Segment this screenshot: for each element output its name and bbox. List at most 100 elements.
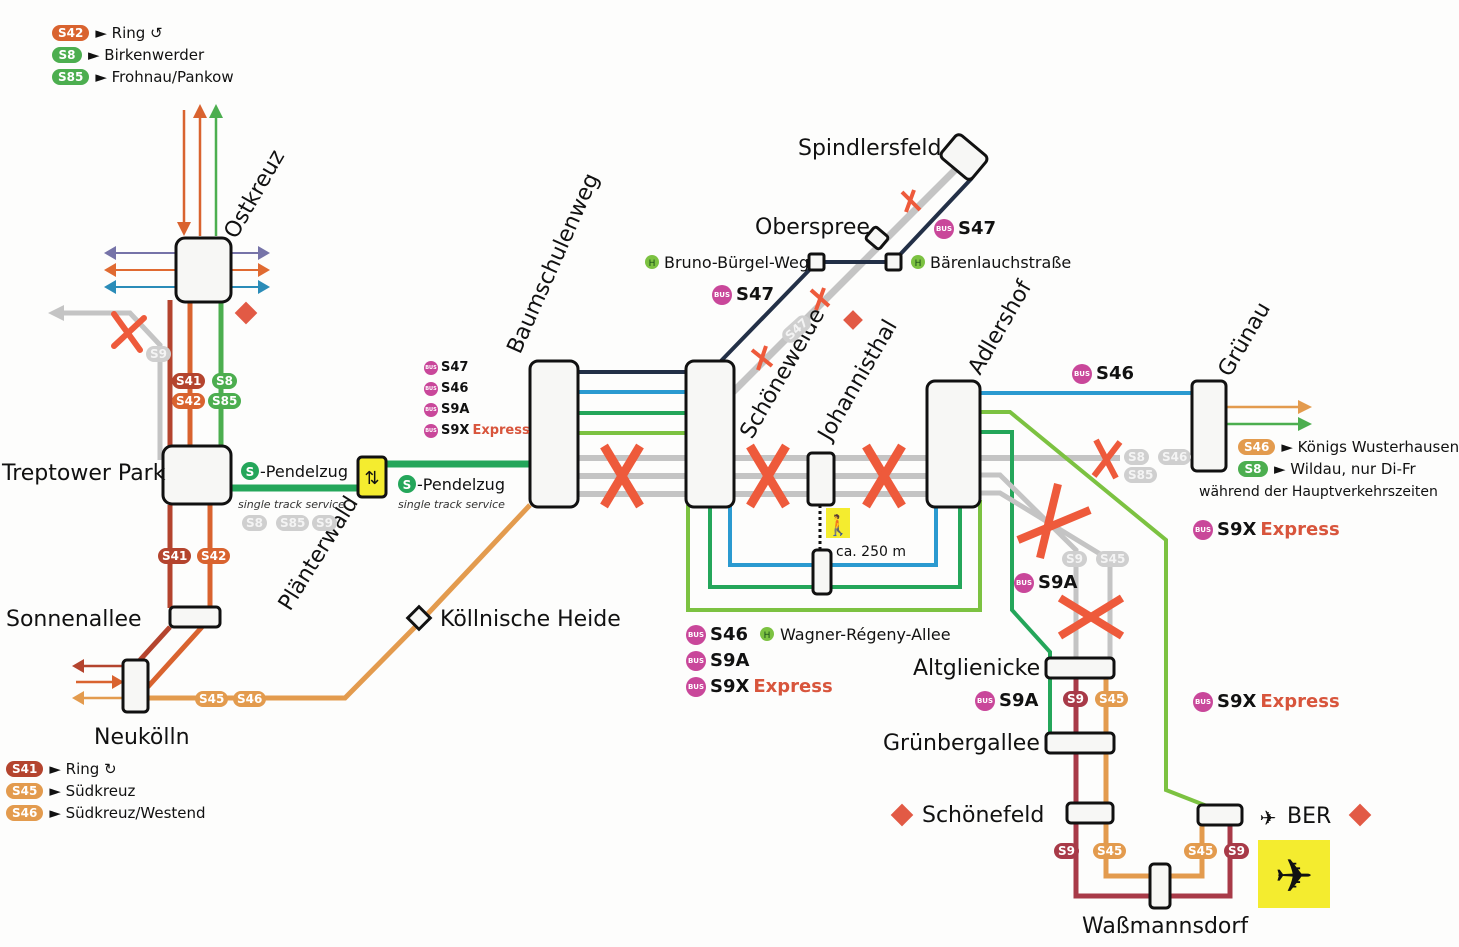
legend-text: ► Südkreuz (49, 782, 136, 800)
legend-text: ► Frohnau/Pankow (95, 68, 234, 86)
cross-icon (862, 443, 906, 509)
label-schoenefeld: Schönefeld (922, 803, 1044, 828)
legend-item: S41► Ring ↻ (6, 758, 206, 780)
line-badge-s9: S9 (1224, 843, 1249, 859)
legend-text: ► Wildau, nur Di-Fr (1274, 460, 1416, 478)
station-ostkreuz (174, 236, 233, 304)
bus-icon: BUS (1193, 519, 1213, 540)
bus-line: S46 (1096, 363, 1135, 384)
label-gruenau: Grünau (1214, 298, 1276, 381)
bus-line: S47 (958, 218, 997, 239)
station-adlershof (925, 379, 982, 509)
station-spindlersfeld (939, 133, 989, 181)
line-badge: S42 (52, 25, 90, 41)
line-badge-s45: S45 (1095, 691, 1129, 707)
bus-line: S47 (441, 360, 469, 375)
cross-icon (746, 443, 790, 509)
legend-item: S8 ► Wildau, nur Di-Fr (1238, 458, 1459, 480)
station-wassmannsdorf (1148, 862, 1172, 910)
bus-icon: BUS (424, 360, 438, 375)
line-badge-s8-closed: S8 (242, 515, 267, 531)
bus-icon: BUS (424, 381, 438, 396)
bus-line: S46 (710, 624, 749, 645)
line-badge-s46-closed: S46 (1158, 449, 1192, 465)
shuttle-sub-1: single track service (238, 498, 345, 511)
label-ostkreuz: Ostkreuz (220, 146, 291, 243)
plane-small-icon: ✈ (1260, 806, 1277, 830)
line-badge-s85-closed: S85 (276, 515, 310, 531)
line-badge-s41: S41 (158, 548, 192, 564)
stop-bruno (807, 252, 826, 272)
legend-text: ► Birkenwerder (88, 46, 205, 64)
s-bahn-icon: S (246, 465, 255, 479)
bus-icon: BUS (1193, 691, 1213, 712)
station-neukoelln (121, 658, 150, 714)
line-badge-s45: S45 (195, 691, 229, 707)
legend-item: S8 ► Birkenwerder (52, 44, 234, 66)
gruenau-note: während der Hauptverkehrszeiten (1199, 484, 1438, 500)
legend-item: S85 ► Frohnau/Pankow (52, 66, 234, 88)
bus-icon: BUS (712, 284, 732, 305)
bus-icon: BUS (424, 402, 438, 417)
label-baerenlauch: Bärenlauchstraße (930, 253, 1071, 272)
line-badge-s45: S45 (1093, 843, 1127, 859)
shuttle-label-1: -Pendelzug (260, 462, 348, 481)
line-badge-s9-closed: S9 (146, 346, 171, 362)
svg-text:✈: ✈ (1275, 849, 1314, 903)
line-badge: S85 (52, 69, 90, 85)
line-badge-s85: S85 (208, 393, 242, 409)
walk-distance: ca. 250 m (836, 544, 906, 560)
line-badge: S8 (1238, 461, 1268, 477)
line-badge: S41 (6, 761, 44, 777)
line-badge: S46 (6, 805, 44, 821)
label-oberspree: Oberspree (755, 215, 870, 240)
legend-item: S42► Ring ↺ (52, 22, 234, 44)
legend-bottom: S41► Ring ↻ S45► Südkreuz S46► Südkreuz/… (6, 758, 206, 824)
stations (121, 133, 1244, 910)
label-bruno: Bruno-Bürgel-Weg (664, 253, 809, 272)
legend-item: S46► Südkreuz/Westend (6, 802, 206, 824)
station-schoeneweide (684, 359, 736, 509)
station-oberspree (864, 225, 890, 251)
h-stop-icon: H (764, 631, 771, 641)
bus-icon: BUS (1072, 363, 1092, 384)
cross-icon (1057, 594, 1125, 640)
line-badge-s85-closed: S85 (1124, 467, 1158, 483)
line-badge-s46: S46 (233, 691, 267, 707)
cross-icon (750, 345, 774, 371)
label-johannisthal: Johannisthal (813, 316, 903, 447)
station-johannisthal-bus (811, 548, 833, 596)
line-badge-s42: S42 (197, 548, 231, 564)
bus-icon: BUS (934, 218, 954, 239)
line-badge-s45-closed: S45 (1096, 551, 1130, 567)
line-badge-s9-closed: S9 (1062, 551, 1087, 567)
shuttle-sub-2: single track service (398, 498, 505, 511)
express-label: Express (753, 676, 833, 697)
bus-icon: BUS (424, 423, 438, 438)
legend-item: S46► Königs Wusterhausen (1238, 436, 1459, 458)
bus-line: S9A (710, 650, 750, 671)
station-gruenau (1190, 379, 1228, 473)
bus-line: S9X (441, 423, 470, 438)
label-treptower-park: Treptower Park (1, 461, 166, 486)
line-badge: S8 (52, 47, 82, 63)
label-koellnische-heide: Köllnische Heide (440, 607, 621, 632)
express-label: Express (1260, 519, 1340, 540)
line-badge-s42: S42 (172, 393, 206, 409)
line-badge-s9-closed: S9 (312, 515, 337, 531)
stop-baerenlauch (884, 252, 903, 272)
label-adlershof: Adlershof (964, 275, 1038, 379)
label-wagner: Wagner-Régeny-Allee (780, 625, 951, 644)
station-gruenbergallee (1044, 731, 1116, 755)
cross-icon (1091, 438, 1123, 480)
label-neukoelln: Neukölln (94, 725, 190, 750)
station-altglienicke (1044, 656, 1116, 680)
station-sonnenallee (168, 605, 222, 629)
